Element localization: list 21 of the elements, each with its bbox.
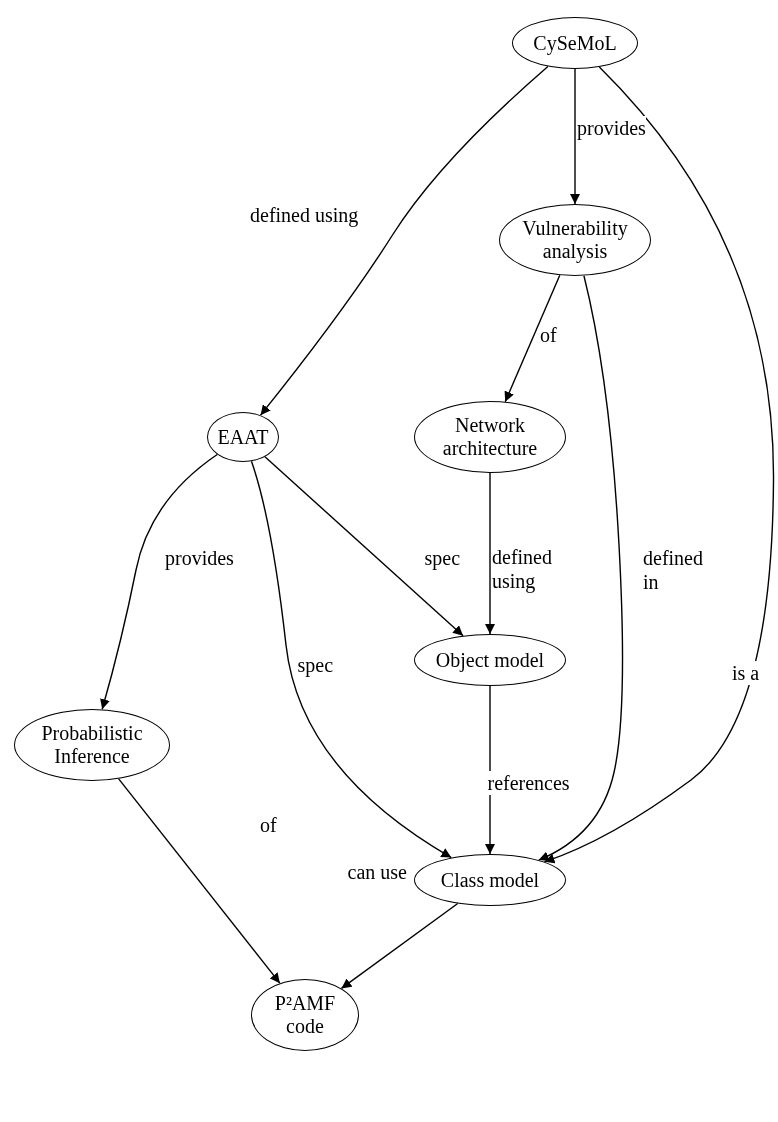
arrow — [100, 453, 218, 710]
ellipse-node — [207, 412, 279, 462]
node-label: Network architecture — [441, 414, 539, 460]
node-label: EAAT — [217, 425, 269, 449]
edge-label: references — [487, 771, 570, 795]
node-label: CySeMoL — [533, 31, 617, 55]
arrow — [504, 274, 561, 403]
node-label: Vulnerability analysis — [521, 217, 629, 263]
arrow — [118, 778, 281, 984]
arrow — [250, 460, 453, 859]
edge-label: is a — [732, 661, 760, 685]
edge-label: provides — [577, 116, 646, 140]
node-label: Object model — [435, 648, 545, 672]
arrow — [340, 902, 459, 990]
node-label: Probabilistic Inference — [40, 722, 144, 768]
arrow — [570, 68, 580, 205]
arrow — [259, 65, 549, 416]
node-label: P²AMF code — [273, 992, 337, 1038]
arrow — [485, 472, 495, 635]
arrow — [538, 275, 624, 861]
node-label: Class model — [440, 868, 540, 892]
